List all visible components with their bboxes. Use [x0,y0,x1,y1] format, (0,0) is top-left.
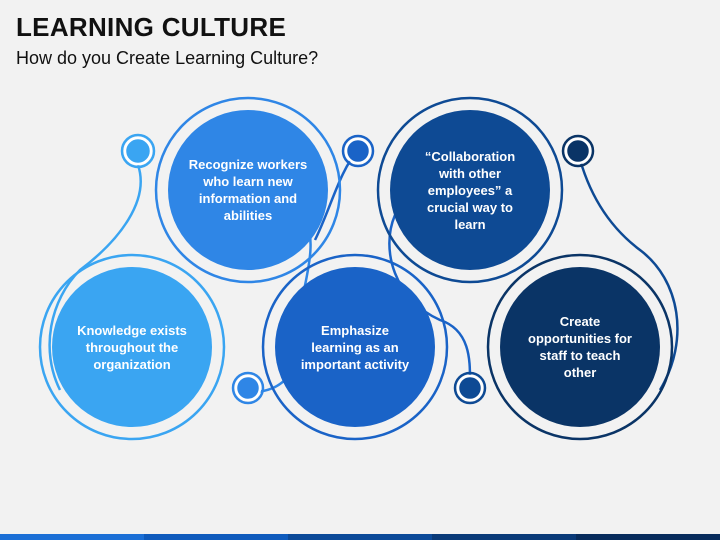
connector-3-4 [388,214,472,381]
bar-segment-3 [288,534,432,540]
knob-4-ring [231,371,265,405]
node-text-1: Knowledge exists throughout the organiza… [77,322,187,372]
ring-3 [261,253,449,441]
bar-segment-4 [432,534,576,540]
page-subtitle: How do you Create Learning Culture? [16,48,319,68]
knob-5 [456,374,484,402]
knob-3 [564,137,592,165]
node-circle-4 [390,110,550,270]
ring-5 [486,253,674,441]
ring-2 [154,96,342,284]
node-circle-2 [168,110,328,270]
knob-2-ring [341,134,375,168]
page-title: LEARNING CULTURE [16,12,287,42]
node-text-5: Create opportunities for staff to teach … [528,314,632,380]
node-circle-1 [52,267,212,427]
node-text-4: “Collaboration with other employees” a c… [424,148,516,232]
connector-4-5 [576,151,679,391]
knob-4 [234,374,262,402]
knob-5-ring [453,371,487,405]
knob-1 [123,136,153,166]
node-circle-3 [275,267,435,427]
knob-2 [344,137,372,165]
node-text-2: Recognize workers who learn new informat… [188,157,308,223]
knob-3-ring [561,134,595,168]
ring-1 [38,253,226,441]
bottom-color-bar [0,534,720,540]
bar-segment-1 [0,534,144,540]
bar-segment-5 [576,534,720,540]
bar-segment-2 [144,534,288,540]
node-circle-5 [500,267,660,427]
knob-1-ring [120,133,156,169]
ring-4 [376,96,564,284]
node-text-3: Emphasize learning as an important activ… [300,322,410,372]
